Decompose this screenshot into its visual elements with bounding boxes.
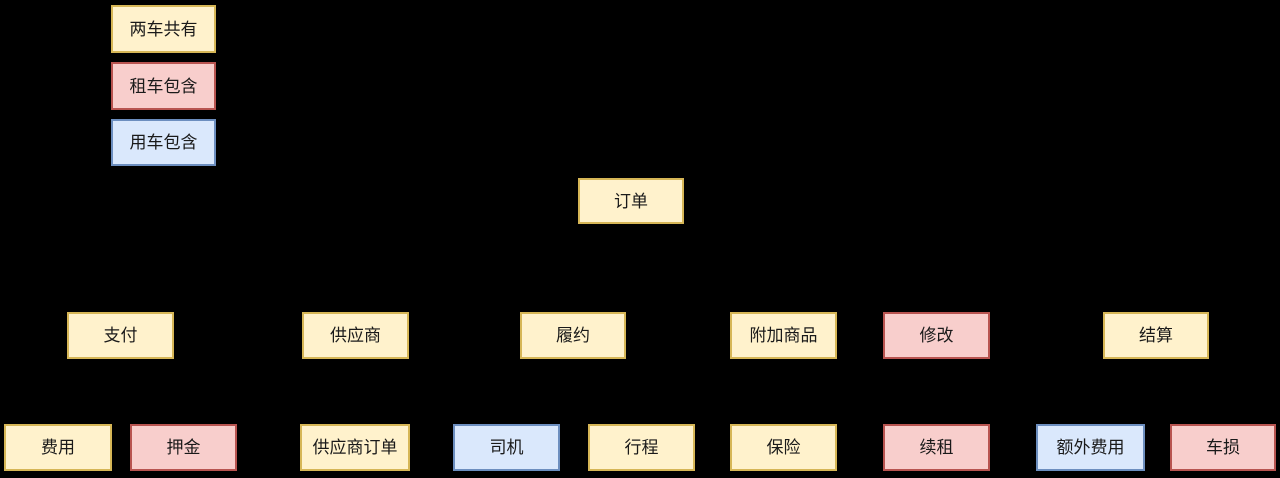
legend-item-usage[interactable]: 用车包含 (111, 119, 216, 166)
legend-item-shared[interactable]: 两车共有 (111, 5, 216, 53)
node-modify[interactable]: 修改 (883, 312, 990, 359)
node-fee[interactable]: 费用 (4, 424, 112, 471)
legend-item-rental[interactable]: 租车包含 (111, 62, 216, 110)
node-payment[interactable]: 支付 (67, 312, 174, 359)
node-settlement[interactable]: 结算 (1103, 312, 1209, 359)
node-supplier[interactable]: 供应商 (302, 312, 409, 359)
node-addon-product[interactable]: 附加商品 (730, 312, 837, 359)
node-extra-fee[interactable]: 额外费用 (1036, 424, 1145, 471)
node-fulfillment[interactable]: 履约 (520, 312, 626, 359)
node-insurance[interactable]: 保险 (730, 424, 837, 471)
node-order[interactable]: 订单 (578, 178, 684, 224)
node-driver[interactable]: 司机 (453, 424, 560, 471)
node-itinerary[interactable]: 行程 (588, 424, 695, 471)
node-deposit[interactable]: 押金 (130, 424, 237, 471)
node-supplier-order[interactable]: 供应商订单 (300, 424, 410, 471)
node-renewal[interactable]: 续租 (883, 424, 990, 471)
node-vehicle-damage[interactable]: 车损 (1170, 424, 1276, 471)
